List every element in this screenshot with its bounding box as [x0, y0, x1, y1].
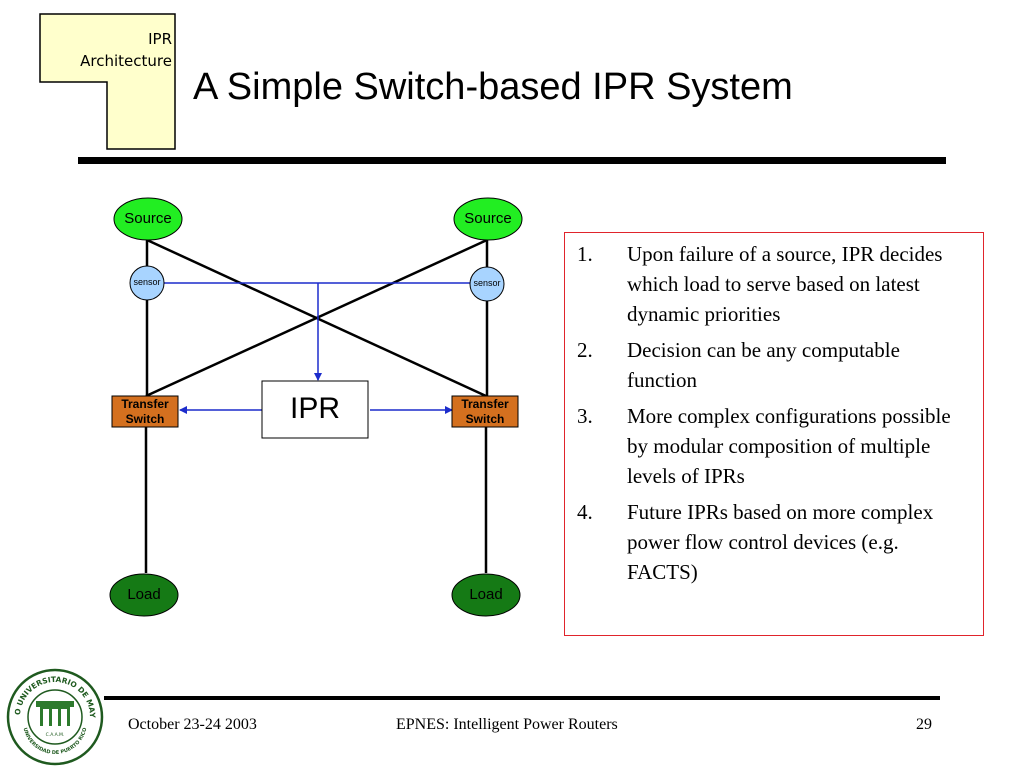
load-left-node: [109, 573, 179, 617]
sensor-left-label: sensor: [133, 277, 161, 287]
signal-lines: [164, 282, 470, 414]
transfer-switch-left-line-2: Switch: [125, 412, 165, 426]
seal-building-icon: [36, 701, 74, 726]
note-text: Future IPRs based on more complex power …: [627, 500, 934, 584]
load-left-label: Load: [127, 586, 161, 603]
sensor-right-label: sensor: [473, 278, 501, 288]
footer-event: EPNES: Intelligent Power Routers: [396, 716, 618, 733]
section-tag-line-1: IPR: [148, 30, 172, 48]
transfer-switch-right-node: [451, 395, 519, 428]
load-right-label: Load: [469, 586, 503, 603]
university-seal-logo: RECINTO UNIVERSITARIO DE MAYAGUEZ UNIVER…: [6, 668, 104, 766]
note-number: 3.: [577, 404, 593, 428]
note-item: 4. Future IPRs based on more complex pow…: [577, 497, 971, 587]
footer-date: October 23-24 2003: [128, 716, 257, 733]
source-right-node: [453, 197, 523, 241]
note-text: Upon failure of a source, IPR decides wh…: [627, 242, 943, 326]
note-number: 4.: [577, 500, 593, 524]
note-item: 2. Decision can be any computable functi…: [577, 335, 971, 395]
cross-line-right-source: [145, 238, 488, 398]
transfer-switch-right-line-1: Transfer: [461, 397, 509, 411]
ipr-diagram: [109, 197, 523, 617]
transfer-switch-right-line-2: Switch: [465, 412, 505, 426]
footer-divider: [104, 696, 940, 700]
note-item: 1. Upon failure of a source, IPR decides…: [577, 239, 971, 329]
load-right-node: [451, 573, 521, 617]
power-lines: [144, 238, 489, 573]
footer-page-number: 29: [916, 716, 932, 733]
note-item: 3. More complex configurations possible …: [577, 401, 971, 491]
ipr-label: IPR: [289, 392, 340, 425]
transfer-switch-right-label: Transfer Switch: [452, 397, 518, 427]
slide-title: A Simple Switch-based IPR System: [193, 66, 793, 108]
note-text: Decision can be any computable function: [627, 338, 900, 392]
source-left-label: Source: [124, 210, 172, 227]
sensor-right-node: [469, 266, 505, 302]
transfer-switch-left-node: [111, 395, 179, 428]
note-number: 2.: [577, 338, 593, 362]
source-left-node: [113, 197, 183, 241]
transfer-switch-left-label: Transfer Switch: [112, 397, 178, 427]
section-tag: IPR Architecture: [40, 28, 172, 72]
section-tag-shape: [39, 13, 176, 150]
section-tag-line-2: Architecture: [80, 52, 172, 70]
notes-box: 1. Upon failure of a source, IPR decides…: [564, 232, 984, 636]
seal-text-center: C.A.A.M.: [46, 732, 65, 738]
transfer-switch-left-line-1: Transfer: [121, 397, 169, 411]
note-text: More complex configurations possible by …: [627, 404, 951, 488]
source-right-label: Source: [464, 210, 512, 227]
sensor-left-node: [129, 265, 165, 301]
ipr-node: [261, 380, 369, 439]
title-divider: [78, 157, 946, 164]
notes-list: 1. Upon failure of a source, IPR decides…: [565, 233, 983, 587]
note-number: 1.: [577, 242, 593, 266]
